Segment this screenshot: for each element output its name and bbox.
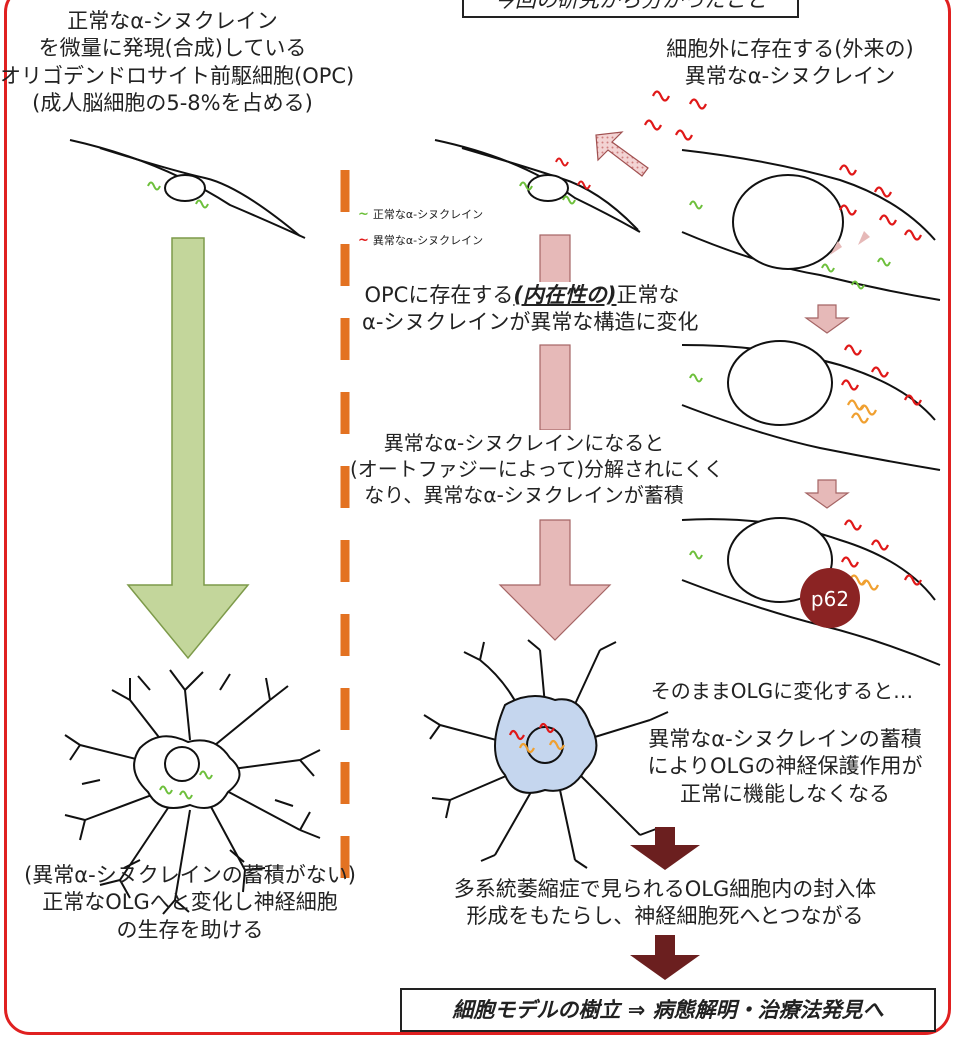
caption-line: 正常なOLGへと変化し神経細胞 [42,890,338,915]
caption-line: を微量に発現(合成)している [38,36,307,61]
caption-line: オリゴデンドロサイト前駆細胞(OPC) [0,63,355,88]
legend-normal-label: 正常なα-シヌクレイン [372,208,484,221]
small-arrow-1 [804,304,850,334]
caption-line: OPCに存在する(内在性の)正常な [362,282,682,309]
legend-abnormal: ~異常なα-シヌクレイン [358,232,483,248]
right-cell-stage1 [681,149,941,301]
step1-caption: OPCに存在する(内在性の)正常な α-シヌクレインが異常な構造に変化 [362,282,699,337]
p62-label: p62 [810,587,850,611]
outer-frame [4,0,951,1035]
legend-normal: ~正常なα-シヌクレイン [358,206,483,222]
right-cell-stage2 [681,340,941,471]
left-result-caption: (異常α-シヌクレインの蓄積がない) 正常なOLGへと変化し神経細胞 の生存を助… [0,862,380,944]
caption-line: によりOLGの神経保護作用が [647,754,923,779]
caption-text: 正常な [616,283,680,307]
caption-line: 異常なα-シヌクレイン [684,64,896,89]
dysfunction-caption: 異常なα-シヌクレインの蓄積 によりOLGの神経保護作用が 正常に機能しなくなる [615,726,955,808]
caption-line: 形成をもたらし、神経細胞死へとつながる [466,904,864,929]
pink-arrow-segment-2 [539,344,571,431]
caption-line: 異常なα-シヌクレインの蓄積 [648,727,922,751]
dark-arrow-2 [630,935,700,980]
title-box: 今回の研究から分かったこと [462,0,799,18]
msa-caption: 多系統萎縮症で見られるOLG細胞内の封入体 形成をもたらし、神経細胞死へとつなが… [405,876,925,931]
center-olg-cell [423,639,669,869]
caption-line: の生存を助ける [116,917,264,942]
left-opc-caption: 正常なα-シヌクレイン を微量に発現(合成)している オリゴデンドロサイト前駆細… [0,8,355,117]
dark-arrow-1 [630,827,700,870]
caption-line: (オートファジーによって)分解されにくく [350,457,724,481]
legend-abnormal-label: 異常なα-シヌクレイン [372,234,484,247]
pink-arrow-head [498,519,612,641]
normal-synuclein-icon: ~ [358,207,369,222]
left-opc-cell [69,139,306,239]
caption-line: 細胞外に存在する(外来の) [666,37,914,61]
external-caption: 細胞外に存在する(外来の) 異常なα-シヌクレイン [640,36,940,91]
caption-line: なり、異常なα-シヌクレインが蓄積 [364,483,684,507]
caption-line: 多系統萎縮症で見られるOLG細胞内の封入体 [453,877,877,901]
small-arrow-2 [804,479,850,509]
caption-line: 正常に機能しなくなる [680,781,890,806]
caption-line: 正常なα-シヌクレイン [67,9,278,33]
caption-line: 異常なα-シヌクレインになると [383,431,665,455]
abnormal-synuclein-icon: ~ [358,233,369,248]
caption-line: (成人脳細胞の5-8%を占める) [32,90,313,115]
conclusion-box: 細胞モデルの樹立 ⇒ 病態解明・治療法発見へ [400,988,936,1032]
external-abnormal-synuclein [643,90,708,141]
olg-caption: そのままOLGに変化すると… [650,679,914,703]
caption-line: α-シヌクレインが異常な構造に変化 [362,310,699,335]
caption-line: (異常α-シヌクレインの蓄積がない) [24,863,356,887]
uptake-arrow [595,131,649,177]
step2-caption: 異常なα-シヌクレインになると (オートファジーによって)分解されにくく なり、… [350,430,724,508]
p62-body [800,568,860,628]
green-arrow [126,237,250,660]
pink-arrow-segment-1 [539,234,571,286]
caption-emphasis: (内在性の) [513,283,617,307]
caption-text: OPCに存在する [364,283,514,307]
